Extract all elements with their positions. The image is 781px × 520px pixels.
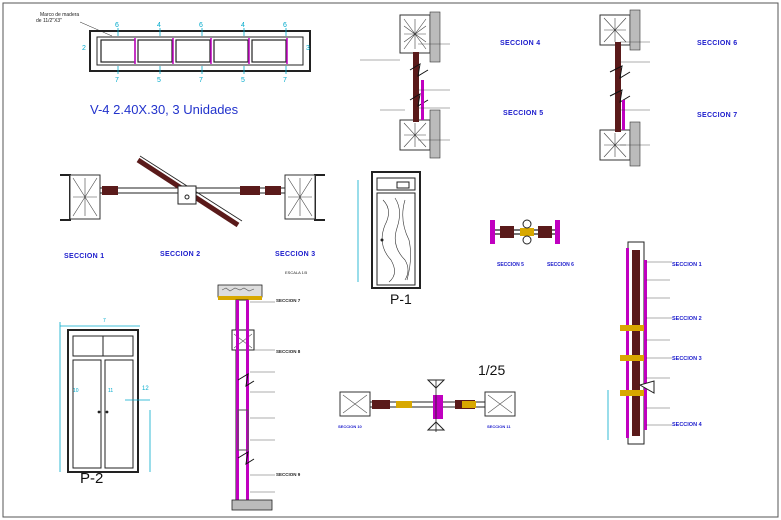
right-seccion-1: SECCION 1	[672, 262, 702, 268]
section-6-7-detail	[599, 9, 650, 167]
window-title: V-4 2.40X.30, 3 Unidades	[90, 102, 239, 117]
left-vertical-section	[217, 284, 275, 511]
escala-label: ESCALA 1/5	[285, 270, 308, 275]
mark-bottom-2: 5	[157, 77, 161, 84]
left-seccion-9: SECCION 9	[276, 472, 301, 477]
label-seccion-1: SECCION 1	[64, 253, 105, 260]
p2-mark-right: 12	[142, 386, 149, 392]
mark-top-1: 6	[115, 22, 119, 29]
window-v4-elevation	[79, 21, 311, 74]
left-seccion-8: SECCION 8	[276, 349, 301, 354]
label-seccion-6: SECCION 6	[697, 40, 738, 47]
left-seccion-7: SECCION 7	[276, 298, 301, 303]
label-p2: P-2	[80, 470, 104, 487]
frame-note: Marco de madera	[40, 12, 80, 18]
door-p1-elevation	[357, 171, 421, 289]
door-p2-elevation	[59, 322, 151, 473]
label-seccion-2: SECCION 2	[160, 251, 201, 258]
p2-mark-left: 10	[73, 388, 79, 394]
mark-side-right: 3	[306, 45, 310, 52]
right-seccion-2: SECCION 2	[672, 316, 702, 322]
label-seccion-7: SECCION 7	[697, 112, 738, 119]
section-4-5-detail	[360, 11, 450, 159]
label-seccion-3: SECCION 3	[275, 251, 316, 258]
p2-mark-top: 7	[103, 318, 106, 324]
mark-bottom-5: 7	[283, 77, 287, 84]
label-p1: P-1	[390, 291, 412, 307]
frame-note-dim: de 11/2"X3"	[36, 18, 62, 24]
label-seccion-4: SECCION 4	[500, 40, 541, 47]
right-seccion-4: SECCION 4	[672, 422, 702, 428]
mark-side-left: 2	[82, 45, 86, 52]
mark-top-3: 6	[199, 22, 203, 29]
bottom-plan-section	[339, 379, 516, 432]
right-vertical-section	[607, 241, 672, 445]
mark-top-2: 4	[157, 22, 161, 29]
label-seccion-6-small: SECCION 6	[547, 262, 574, 268]
bottom-seccion-11: SECCION 11	[487, 424, 511, 429]
mark-top-5: 6	[283, 22, 287, 29]
bottom-seccion-10: SECCION 10	[338, 424, 362, 429]
section-5-6-small	[490, 219, 560, 245]
scale-label: 1/25	[478, 362, 506, 378]
mark-bottom-3: 7	[199, 77, 203, 84]
mark-top-4: 4	[241, 22, 245, 29]
right-seccion-3: SECCION 3	[672, 356, 702, 362]
p2-mark-mid: 11	[108, 388, 114, 394]
label-seccion-5-small: SECCION 5	[497, 262, 524, 268]
mark-bottom-1: 7	[115, 77, 119, 84]
label-seccion-5: SECCION 5	[503, 110, 544, 117]
section-1-3-detail	[60, 155, 325, 228]
mark-bottom-4: 5	[241, 77, 245, 84]
